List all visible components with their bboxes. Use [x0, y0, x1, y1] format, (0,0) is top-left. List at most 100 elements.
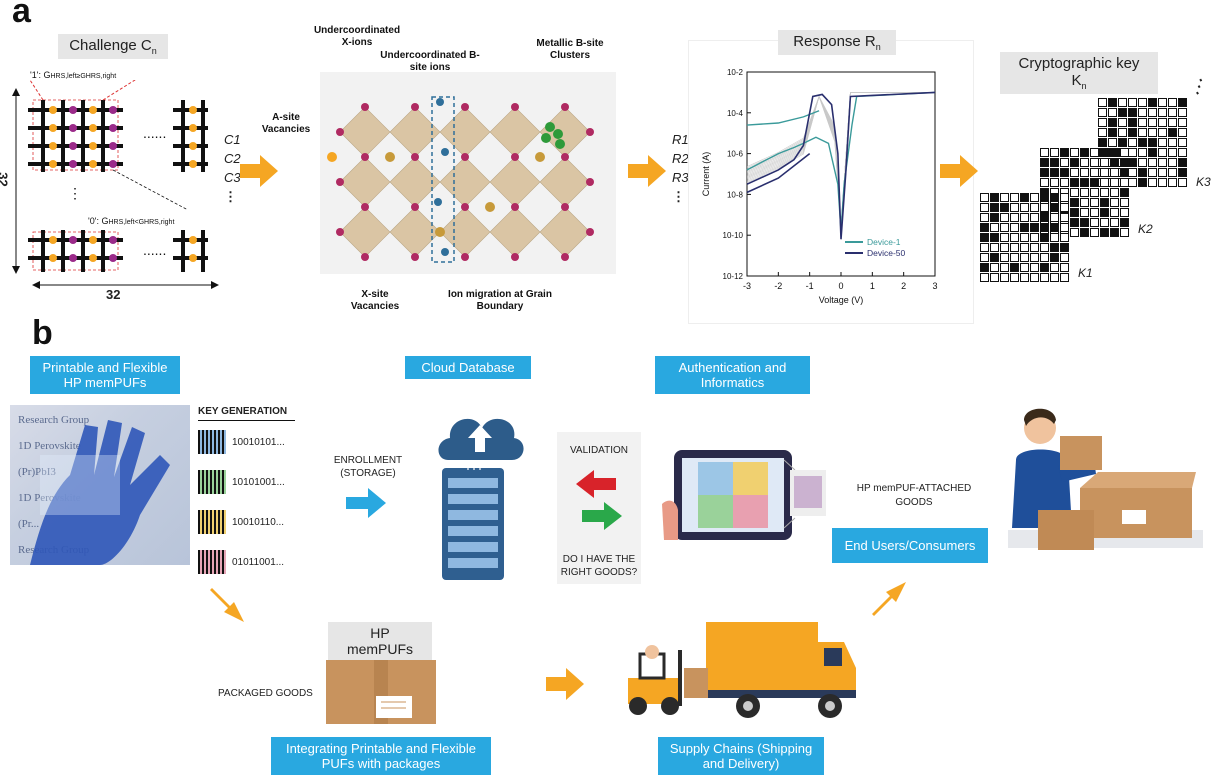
y-tick-label: 10-6	[727, 150, 744, 159]
key-row: 01011001...	[198, 550, 285, 574]
key-bit	[1050, 253, 1059, 262]
key-bit	[1168, 138, 1177, 147]
key-bit	[1120, 198, 1129, 207]
key-bit	[1010, 203, 1019, 212]
y-tick-label: 10-12	[723, 272, 744, 281]
key-bit	[1030, 253, 1039, 262]
key-bit	[1100, 228, 1109, 237]
key-bit	[1110, 218, 1119, 227]
key-bit	[1138, 108, 1147, 117]
challenge-label: Challenge Cn	[58, 34, 168, 59]
key-bit	[990, 273, 999, 282]
key-bit	[1000, 213, 1009, 222]
key-bit	[1168, 158, 1177, 167]
key-bit	[1110, 168, 1119, 177]
key-bit	[1128, 158, 1137, 167]
key-bit	[1040, 273, 1049, 282]
key-bit	[1168, 128, 1177, 137]
key-bit	[1060, 243, 1069, 252]
key-bit	[1090, 208, 1099, 217]
key-bit	[1110, 178, 1119, 187]
r-label-3: R3	[672, 170, 689, 185]
key-bit	[1138, 128, 1147, 137]
key-bit	[1040, 178, 1049, 187]
key-bit	[990, 243, 999, 252]
y-tick-label: 10-4	[727, 109, 744, 118]
key-bit	[1030, 223, 1039, 232]
key-bit	[1100, 178, 1109, 187]
key-bit	[1128, 128, 1137, 137]
key-bit	[1108, 118, 1117, 127]
key-bit	[1060, 273, 1069, 282]
key-bit	[1040, 243, 1049, 252]
key-label-2: K2	[1138, 222, 1153, 236]
integrating-label: Integrating Printable and Flexible PUFs …	[271, 737, 491, 775]
key-bit	[1050, 148, 1059, 157]
key-bit	[1050, 243, 1059, 252]
label-a-site: A-site Vacancies	[261, 112, 311, 135]
crystal-structure-image	[320, 72, 616, 274]
end-users-label: End Users/Consumers	[832, 528, 988, 563]
key-bit	[1138, 158, 1147, 167]
x-tick-label: -3	[743, 281, 751, 291]
key-bit	[1040, 203, 1049, 212]
key-bit	[1010, 263, 1019, 272]
key-bit	[1138, 138, 1147, 147]
key-bit	[1060, 233, 1069, 242]
key-bit	[1050, 213, 1059, 222]
key-bit	[1100, 188, 1109, 197]
key-bit	[1090, 228, 1099, 237]
key-bit	[990, 253, 999, 262]
key-gen-title: KEY GENERATION	[198, 406, 295, 421]
photo-text-1: Research Group	[18, 414, 90, 426]
key-bit	[1148, 128, 1157, 137]
key-bit	[1120, 188, 1129, 197]
key-bit	[1050, 193, 1059, 202]
key-bit	[1138, 168, 1147, 177]
key-bit	[1178, 138, 1187, 147]
photo-text-2: 1D Perovskite	[18, 440, 81, 452]
label-ion-migration: Ion migration at Grain Boundary	[448, 289, 552, 312]
key-bit	[1100, 208, 1109, 217]
key-bit	[1148, 98, 1157, 107]
key-bit	[1080, 148, 1089, 157]
key-bit	[1040, 233, 1049, 242]
key-bit	[1080, 218, 1089, 227]
key-bit	[1060, 213, 1069, 222]
key-bit	[1178, 148, 1187, 157]
x-axis-label: Voltage (V)	[819, 295, 864, 305]
photo-text-3: (Pr)PbI3	[18, 466, 56, 478]
red-arrow-icon	[576, 470, 616, 498]
key-bit	[1070, 198, 1079, 207]
green-arrow-icon	[582, 502, 622, 530]
y-axis-label: Current (A)	[701, 152, 711, 197]
key-bit	[1098, 108, 1107, 117]
key-bit	[1030, 243, 1039, 252]
key-bit	[1158, 108, 1167, 117]
key-bit	[1080, 208, 1089, 217]
key-bit	[980, 193, 989, 202]
key-bit	[1020, 193, 1029, 202]
response-chart-panel	[688, 40, 974, 324]
r-label-1: R1	[672, 132, 689, 147]
key-bit	[1158, 148, 1167, 157]
key-bit	[1000, 263, 1009, 272]
orange-arrow-down	[210, 588, 244, 622]
key-bit	[1070, 178, 1079, 187]
key-value-1: 10010101...	[232, 436, 285, 448]
key-bit	[1050, 223, 1059, 232]
key-bit	[1178, 168, 1187, 177]
key-bit	[1070, 158, 1079, 167]
key-bit	[1050, 178, 1059, 187]
panel-b-letter: b	[32, 314, 53, 352]
key-bit	[1080, 198, 1089, 207]
key-bit	[1158, 128, 1167, 137]
key-bit	[1020, 213, 1029, 222]
key-bit	[1110, 158, 1119, 167]
key-label-3: K3	[1196, 175, 1211, 189]
label-undercoord-b: Undercoordinated B-site ions	[380, 50, 480, 73]
key-bit	[1040, 158, 1049, 167]
key-bit	[1060, 168, 1069, 177]
key-bit	[1098, 98, 1107, 107]
key-bit	[1178, 128, 1187, 137]
